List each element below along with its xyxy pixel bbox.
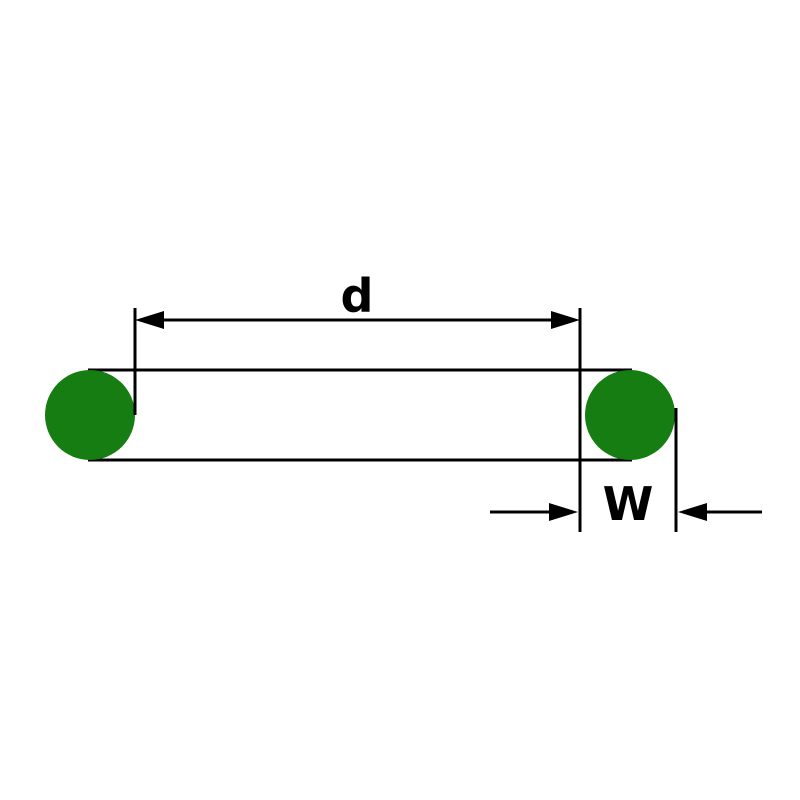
width-arrowhead-left-icon	[549, 503, 578, 521]
width-arrowhead-right-icon	[678, 503, 707, 521]
oring-right-cross-section	[585, 370, 675, 460]
cross-section-width-label: W	[603, 477, 654, 531]
diameter-arrowhead-right-icon	[551, 311, 580, 329]
oring-left-cross-section	[45, 370, 135, 460]
diameter-arrowhead-left-icon	[135, 311, 164, 329]
inner-diameter-label: d	[341, 269, 374, 323]
